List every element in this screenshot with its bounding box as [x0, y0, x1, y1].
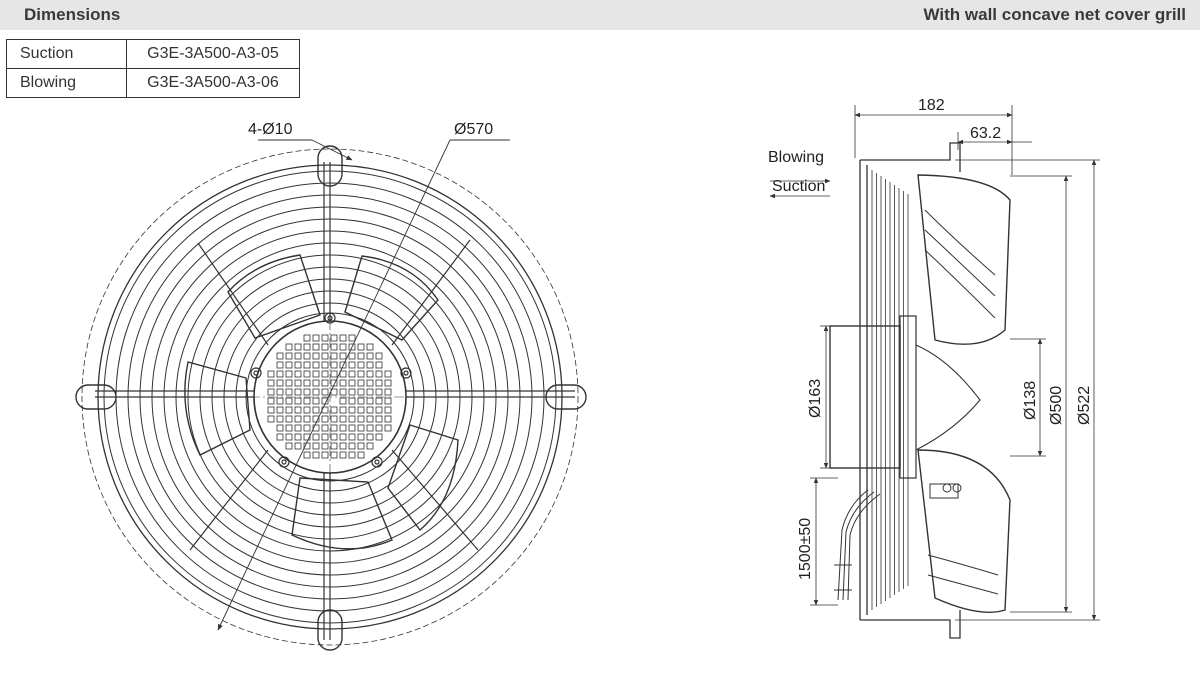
- motor-plate: [899, 315, 917, 479]
- impeller-blades: [184, 254, 459, 550]
- outer-envelope-circle: [81, 148, 579, 646]
- mounting-holes: [250, 312, 412, 468]
- upper-blade: [917, 174, 1011, 345]
- suction-label: Suction: [772, 178, 825, 195]
- front-dimension-leaders: [217, 139, 510, 631]
- hole-count-label: 4-Ø10: [248, 121, 293, 138]
- center-lines: [250, 320, 410, 475]
- header-variant: With wall concave net cover grill: [923, 5, 1186, 24]
- model-code-cell: G3E-3A500-A3-06: [126, 68, 300, 98]
- impeller-diameter-label: Ø500: [1048, 386, 1065, 425]
- grill-wires: [871, 170, 909, 610]
- lower-blade: [917, 449, 1011, 613]
- grill-flange: [859, 142, 961, 639]
- model-code-cell: G3E-3A500-A3-05: [126, 39, 300, 69]
- hub-vent-grid: [267, 334, 392, 459]
- hub-diameter-label: Ø138: [1022, 381, 1039, 420]
- table-row: Blowing G3E-3A500-A3-06: [6, 68, 300, 98]
- outer-diameter-label: Ø570: [454, 121, 493, 138]
- mounting-brackets: [75, 145, 587, 651]
- front-view: [75, 139, 587, 651]
- side-dimension-lines: [769, 105, 1100, 621]
- model-table: Suction G3E-3A500-A3-05 Blowing G3E-3A50…: [6, 39, 300, 98]
- cable-bundle: [834, 489, 881, 601]
- table-row: Suction G3E-3A500-A3-05: [6, 39, 300, 69]
- motor-block: [829, 325, 901, 469]
- header-bar: Dimensions With wall concave net cover g…: [0, 0, 1200, 30]
- motor-diameter-label: Ø163: [807, 379, 824, 418]
- grill-diameter-label: Ø522: [1076, 386, 1093, 425]
- header-title: Dimensions: [24, 5, 121, 24]
- depth-total-label: 182: [918, 97, 945, 114]
- cable-length-label: 1500±50: [797, 518, 814, 580]
- blowing-label: Blowing: [768, 149, 824, 166]
- depth-motor-label: 63.2: [970, 125, 1001, 142]
- side-view: [769, 105, 1100, 639]
- model-type-cell: Blowing: [6, 68, 127, 98]
- grill-spokes: [95, 162, 575, 640]
- model-type-cell: Suction: [6, 39, 127, 69]
